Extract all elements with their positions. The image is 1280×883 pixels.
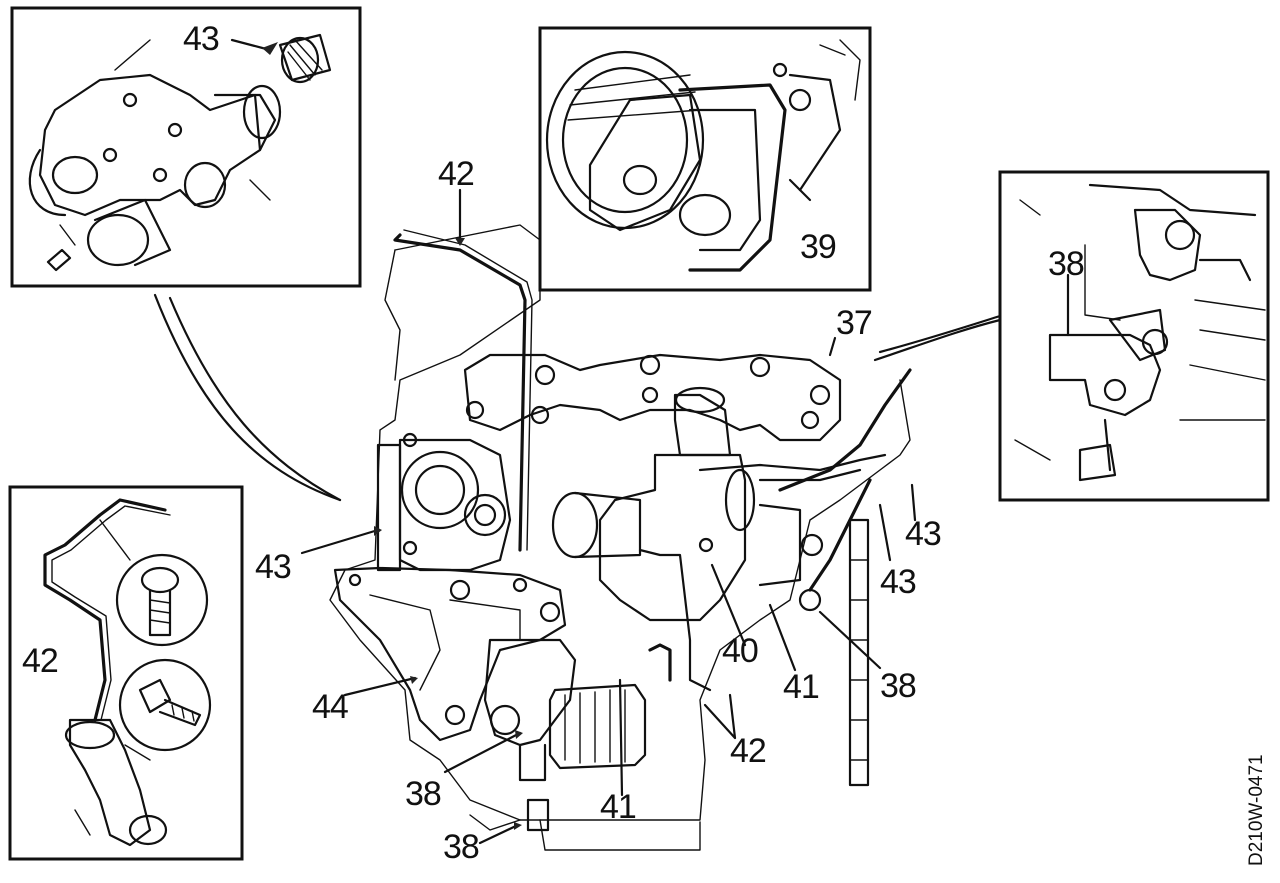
callout-41-right: 41	[783, 668, 819, 706]
callout-43-left: 43	[255, 548, 291, 586]
inset-pulley-detail	[538, 26, 872, 292]
callout-38-bottom-a: 38	[405, 775, 441, 813]
callout-40: 40	[722, 632, 758, 670]
callout-38-inset-right: 38	[1048, 245, 1084, 283]
water-pump	[376, 432, 512, 572]
exhaust-manifold	[463, 353, 842, 442]
callout-43-right-a: 43	[905, 515, 941, 553]
engine-block-outline	[329, 224, 911, 851]
callout-43-right-b: 43	[880, 563, 916, 601]
callout-42-inset-bottom-left: 42	[22, 642, 58, 680]
callout-38-right: 38	[880, 667, 916, 705]
callout-37-manifold: 37	[836, 304, 872, 342]
dipstick-tube	[848, 518, 870, 787]
figure-code: D210W-0471	[1246, 754, 1267, 866]
leader-lines	[153, 188, 1002, 845]
callout-42-bottom: 42	[730, 732, 766, 770]
leader-arrowheads	[262, 42, 523, 830]
callout-labels: 43 42 39 38 37 43 43 43 42 40 41 38 44 4…	[22, 20, 1085, 866]
callout-39-inset-top-mid: 39	[800, 228, 836, 266]
callout-42-pipe-top: 42	[438, 155, 474, 193]
inset-sensor-mount	[998, 170, 1270, 502]
mounting-bracket	[333, 566, 567, 742]
callout-38-bottom-b: 38	[443, 828, 479, 866]
coolant-pipes	[393, 229, 912, 692]
callout-44: 44	[312, 688, 348, 726]
callout-41-bottom: 41	[600, 788, 636, 826]
inset-thermostat-housing	[10, 6, 362, 288]
oil-filter	[483, 638, 647, 832]
callout-43-inset-top-left: 43	[183, 20, 219, 58]
thermostat-housing	[551, 386, 824, 622]
inset-pipe-fasteners	[8, 485, 244, 861]
